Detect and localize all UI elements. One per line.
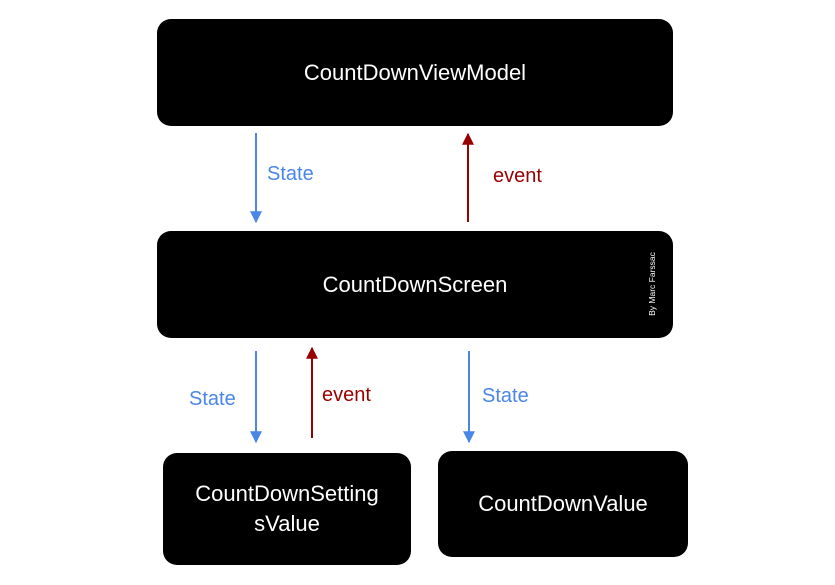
node-countdown-viewmodel: CountDownViewModel [157,19,673,126]
node-countdown-settings-value: CountDownSettingsValue [163,453,411,565]
node-label-settings-value: CountDownSettingsValue [195,481,379,536]
node-countdown-value: CountDownValue [438,451,688,557]
node-label-screen: CountDownScreen [322,271,508,297]
edge-label-state-viewmodel-to-screen: State [267,163,314,185]
edge-label-event-screen-to-viewmodel: event [493,165,542,187]
node-countdown-screen: CountDownScreen [157,231,673,338]
edge-label-state-screen-to-value: State [482,385,529,407]
node-label-viewmodel: CountDownViewModel [303,59,527,85]
node-label-value: CountDownValue [478,491,648,516]
edge-label-event-settings-to-screen: event [322,384,371,406]
edge-label-state-screen-to-settings: State [189,388,236,410]
author-credit: By Marc Farssac [646,252,657,316]
